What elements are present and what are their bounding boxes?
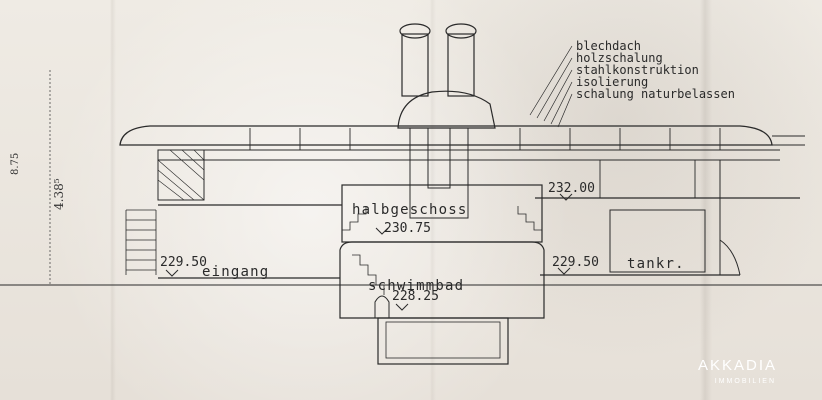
level-label-right-upper: 232.00 — [548, 181, 595, 196]
level-label-eingang: 229.50 — [160, 255, 207, 270]
room-label-schwimmbad: schwimmbad — [368, 278, 464, 294]
pool — [339, 241, 545, 319]
entry-stair — [125, 209, 157, 275]
level-marker-right-upper — [559, 193, 573, 201]
chimney-left — [401, 33, 429, 97]
left-wall-hatch — [157, 149, 205, 201]
room-label-eingang: eingang — [202, 264, 269, 280]
central-shaft-inner — [427, 127, 451, 189]
right-upper-room — [599, 159, 696, 199]
legend-item-schalung: schalung naturbelassen — [576, 87, 735, 101]
pool-stairs — [352, 254, 385, 295]
dimension-total: 8.75 — [10, 153, 21, 175]
pool-arch — [374, 295, 390, 318]
level-marker-eingang — [165, 269, 179, 277]
clerestory-windows — [249, 128, 721, 150]
legend-item-holzschalung: holzschalung — [576, 51, 663, 65]
level-marker-halbgeschoss — [375, 227, 389, 235]
room-label-tankr: tankr. — [627, 256, 685, 272]
left-wall — [157, 149, 205, 201]
tank-room — [609, 209, 706, 273]
roof — [119, 125, 773, 146]
dome — [397, 90, 496, 129]
pool-tub-inner — [385, 321, 501, 359]
level-label-halbgeschoss: 230.75 — [384, 221, 431, 236]
legend-item-isolierung: isolierung — [576, 75, 648, 89]
level-label-right-lower: 229.50 — [552, 255, 599, 270]
right-ramp — [719, 239, 741, 276]
level-marker-schwimmbad — [395, 303, 409, 311]
room-label-halbgeschoss: halbgeschoss — [352, 202, 468, 218]
legend-leader-lines — [529, 45, 573, 128]
pool-tub — [377, 317, 509, 365]
dimension-part: 4.38⁵ — [52, 178, 66, 210]
legend-item-stahlkonstruktion: stahlkonstruktion — [576, 63, 699, 77]
chimney-cap-right — [445, 23, 477, 39]
chimney-cap-left — [399, 23, 431, 39]
legend-item-blechdach: blechdach — [576, 39, 641, 53]
watermark-subtitle: IMMOBILIEN — [714, 378, 776, 385]
level-label-schwimmbad: 228.25 — [392, 289, 439, 304]
halbgeschoss-stairs — [342, 206, 542, 231]
chimney-right — [447, 33, 475, 97]
watermark-brand: AKKADIA — [697, 357, 777, 374]
level-marker-right-lower — [557, 267, 571, 275]
